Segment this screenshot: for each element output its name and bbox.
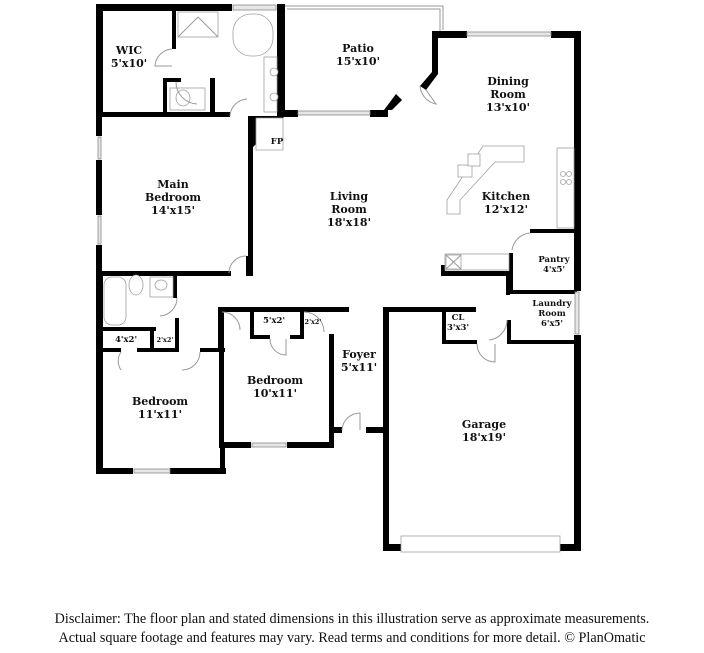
doors — [117, 48, 531, 431]
disclaimer-line-1: Disclaimer: The floor plan and stated di… — [54, 611, 650, 627]
fireplace-label: FP — [270, 137, 284, 147]
disclaimer-line-2: Actual square footage and features may v… — [58, 630, 646, 646]
patio-outline — [285, 5, 444, 31]
room-label-closet-5x2: 5'x2' — [262, 316, 286, 326]
room-label-closet-2x2-right: 2'x2' — [304, 318, 322, 326]
fixtures — [103, 11, 575, 326]
room-label-closet-2x2-left: 2'x2' — [156, 336, 174, 344]
disclaimer-text: Disclaimer: The floor plan and stated di… — [0, 610, 704, 648]
room-label-closet-4x2: 4'x2' — [114, 335, 138, 345]
windows — [97, 4, 580, 553]
floor-plan — [96, 4, 581, 553]
